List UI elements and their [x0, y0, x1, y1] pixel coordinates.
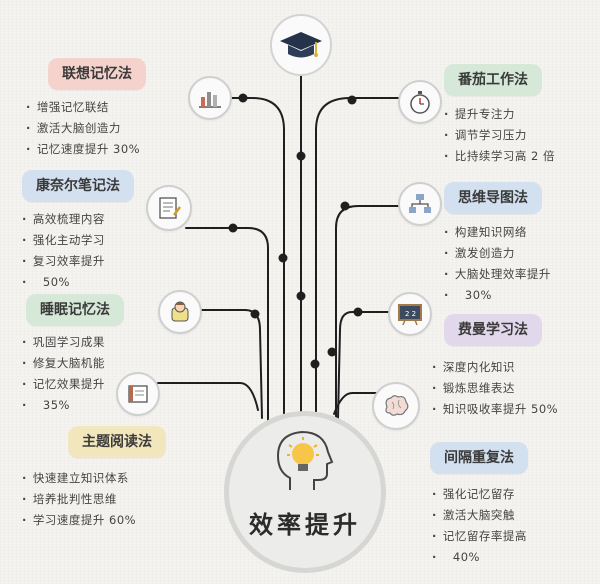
method-points-kangnaier: 高效梳理内容 强化主动学习 复习效率提升 50%	[22, 209, 105, 293]
node-dot	[340, 201, 350, 211]
list-item-continuation: 30%	[444, 285, 551, 306]
method-points-siwei: 构建知识网络 激发创造力 大脑处理效率提升 30%	[444, 222, 551, 306]
method-points-shuimian: 巩固学习成果 修复大脑机能 记忆效果提升 35%	[22, 332, 105, 416]
list-item: 知识吸收率提升 50%	[432, 399, 558, 420]
node-dot	[296, 151, 306, 161]
list-item: 复习效率提升	[22, 251, 105, 272]
list-item: 强化记忆留存	[432, 484, 527, 505]
list-item: 学习速度提升 60%	[22, 510, 136, 531]
list-item: 强化主动学习	[22, 230, 105, 251]
bar-chart-icon	[188, 76, 232, 120]
center-title: 效率提升	[249, 511, 361, 539]
open-book-icon	[116, 372, 160, 416]
method-title-feiman: 费曼学习法	[444, 314, 542, 346]
list-item: 修复大脑机能	[22, 353, 105, 374]
list-item-continuation-text: 40%	[452, 550, 480, 564]
center-circle	[224, 411, 386, 573]
list-item-continuation-text: 30%	[464, 288, 492, 302]
list-item: 构建知识网络	[444, 222, 551, 243]
node-dot	[238, 93, 248, 103]
list-item: 记忆速度提升 30%	[26, 139, 140, 160]
branch-lianxiang	[214, 97, 285, 415]
list-item: 激活大脑突触	[432, 505, 527, 526]
node-dot	[228, 223, 238, 233]
branch-kangnaier	[185, 227, 269, 421]
method-points-feiman: 深度内化知识 锻炼思维表达 知识吸收率提升 50%	[432, 357, 558, 420]
list-item: 巩固学习成果	[22, 332, 105, 353]
list-item: 激活大脑创造力	[26, 118, 140, 139]
list-item-continuation: 40%	[432, 547, 527, 568]
list-item: 记忆留存率提高	[432, 526, 527, 547]
list-item: 锻炼思维表达	[432, 378, 558, 399]
list-item-continuation: 50%	[22, 272, 105, 293]
list-item: 记忆效果提升	[22, 374, 105, 395]
node-dot	[347, 95, 357, 105]
stopwatch-icon	[398, 80, 442, 124]
method-points-lianxiang: 增强记忆联结 激活大脑创造力 记忆速度提升 30%	[26, 97, 140, 160]
list-item-continuation: 35%	[22, 395, 105, 416]
method-title-siwei: 思维导图法	[444, 182, 542, 214]
blackboard-icon: 2 2	[388, 292, 432, 336]
mind-map-icon	[398, 182, 442, 226]
svg-text:2 2: 2 2	[405, 310, 416, 318]
node-dot	[310, 359, 320, 369]
list-item-continuation-text: 50%	[42, 275, 70, 289]
method-title-zhuti: 主题阅读法	[68, 426, 166, 458]
branch-feiman	[337, 311, 389, 419]
node-dot	[327, 347, 337, 357]
list-item: 大脑处理效率提升	[444, 264, 551, 285]
lightbulb-head-icon	[272, 424, 338, 494]
method-points-zhuti: 快速建立知识体系 培养批判性思维 学习速度提升 60%	[22, 468, 136, 531]
branch-fanqie	[315, 97, 399, 415]
branch-jiange	[333, 392, 379, 415]
method-title-fanqie: 番茄工作法	[444, 64, 542, 96]
node-dot	[250, 309, 260, 319]
method-points-jiange: 强化记忆留存 激活大脑突触 记忆留存率提高 40%	[432, 484, 527, 568]
graduation-cap-icon	[270, 14, 332, 76]
method-title-jiange: 间隔重复法	[430, 442, 528, 474]
sleeping-icon	[158, 290, 202, 334]
list-item: 高效梳理内容	[22, 209, 105, 230]
list-item: 提升专注力	[444, 104, 555, 125]
list-item: 快速建立知识体系	[22, 468, 136, 489]
notebook-icon	[146, 185, 192, 231]
branch-zhuti	[157, 382, 259, 411]
node-dot	[353, 307, 363, 317]
node-dot	[296, 291, 306, 301]
node-dot	[278, 253, 288, 263]
method-title-kangnaier: 康奈尔笔记法	[22, 170, 134, 202]
method-points-fanqie: 提升专注力 调节学习压力 比持续学习高 2 倍	[444, 104, 555, 167]
list-item-continuation-text: 35%	[42, 398, 70, 412]
method-title-shuimian: 睡眠记忆法	[26, 294, 124, 326]
method-title-lianxiang: 联想记忆法	[48, 58, 146, 90]
list-item: 培养批判性思维	[22, 489, 136, 510]
brain-icon	[372, 382, 420, 430]
branch-siwei	[335, 205, 405, 421]
list-item: 调节学习压力	[444, 125, 555, 146]
list-item: 增强记忆联结	[26, 97, 140, 118]
branch-shuimian	[197, 309, 263, 419]
list-item: 深度内化知识	[432, 357, 558, 378]
list-item: 激发创造力	[444, 243, 551, 264]
list-item: 比持续学习高 2 倍	[444, 146, 555, 167]
